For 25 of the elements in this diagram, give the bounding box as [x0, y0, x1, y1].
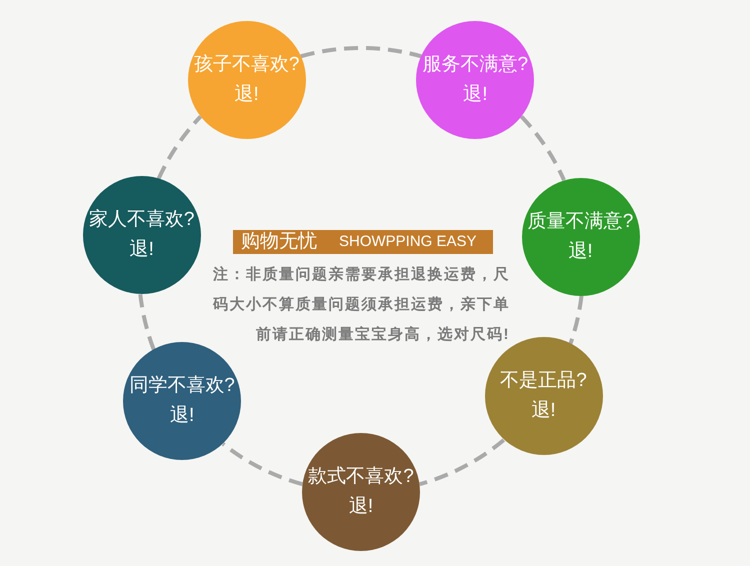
dashed-line: [222, 442, 304, 486]
banner-subheading: SHOWPPING EASY: [339, 232, 477, 252]
question-text: 服务不满意?: [422, 52, 528, 77]
question-text: 家人不喜欢?: [88, 208, 194, 232]
return-text: 退!: [130, 238, 154, 262]
banner-heading: 购物无忧: [241, 231, 317, 253]
question-text: 同学不喜欢?: [129, 374, 235, 398]
dashed-line: [300, 46, 422, 58]
question-text: 不是正品?: [500, 369, 587, 394]
return-text: 退!: [170, 404, 194, 428]
question-text: 孩子不喜欢?: [194, 52, 300, 77]
dashed-line: [568, 296, 584, 344]
return-text: 退!: [531, 399, 556, 424]
question-text: 款式不喜欢?: [308, 465, 414, 489]
dashed-line: [138, 294, 156, 350]
dashed-line: [418, 438, 505, 486]
banner: [233, 230, 493, 254]
return-text: 退!: [234, 82, 259, 107]
dashed-line: [156, 115, 202, 180]
question-text: 质量不满意?: [528, 210, 634, 234]
dashed-line: [520, 115, 566, 182]
return-text: 退!: [568, 240, 593, 264]
return-text: 退!: [348, 495, 374, 519]
note-text: 注：非质量问题亲需要承担退换运费，尺码大小不算质量问题须承担运费，亲下单前请正确测量宝宝身高，选对尺码!: [212, 265, 510, 345]
return-text: 退!: [463, 82, 488, 107]
